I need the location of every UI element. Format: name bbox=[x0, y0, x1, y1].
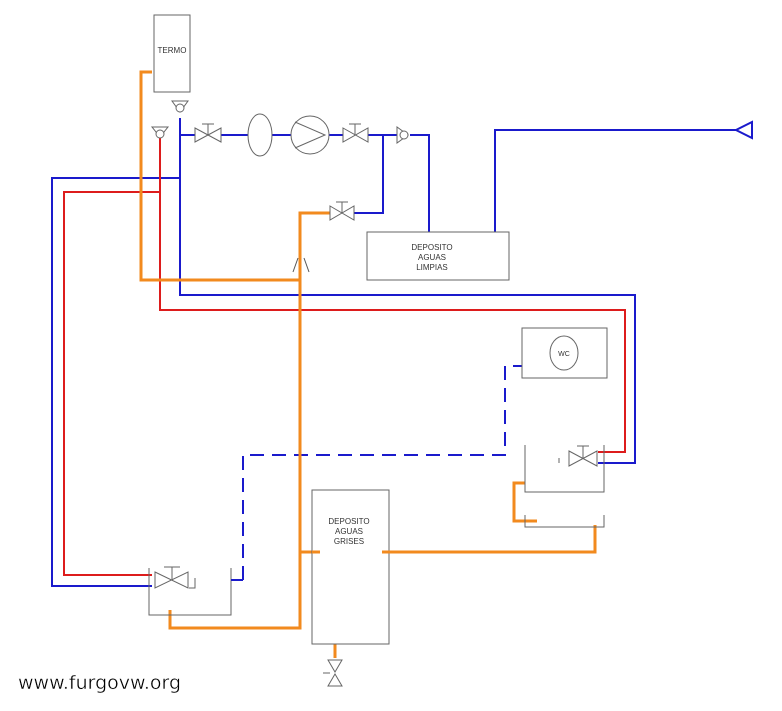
grey-water-lines bbox=[139, 70, 597, 658]
wc-feed-dashed-line bbox=[242, 365, 531, 580]
hot-water-lines bbox=[63, 138, 626, 576]
clean-tank-label-line1: DEPOSITO bbox=[411, 243, 452, 252]
shower-basin bbox=[524, 445, 605, 493]
drain-valve-icon bbox=[329, 201, 355, 221]
filter-icon bbox=[247, 113, 273, 157]
cold-water-lines bbox=[51, 118, 738, 587]
gate-valve-icon bbox=[342, 123, 369, 143]
grey-water-tank bbox=[311, 489, 390, 645]
tank-drain-valve-icon bbox=[323, 659, 343, 687]
check-valve-cold-icon bbox=[171, 100, 189, 113]
clean-water-tank bbox=[366, 231, 510, 281]
wc-label: WC bbox=[558, 351, 570, 358]
shower-tray bbox=[524, 515, 605, 528]
grey-tank-label-line1: DEPOSITO bbox=[328, 517, 369, 526]
shower-mixer-valve-icon bbox=[558, 445, 598, 467]
sink-basin bbox=[148, 568, 232, 616]
gate-valve-icon bbox=[194, 123, 222, 143]
check-valve-hot-icon bbox=[150, 126, 170, 139]
wc-bowl-icon bbox=[549, 335, 579, 371]
clean-tank-label-line3: LIMPIAS bbox=[416, 263, 448, 272]
outlet-tap-icon bbox=[733, 120, 753, 140]
termo-box bbox=[153, 14, 191, 93]
pump-icon bbox=[290, 115, 330, 155]
grey-tank-label-line3: GRISES bbox=[334, 537, 364, 546]
termo-label: TERMO bbox=[158, 46, 187, 55]
grey-tank-label-line2: AGUAS bbox=[335, 527, 363, 536]
sink-mixer-valve-icon bbox=[154, 566, 189, 589]
check-valve-icon bbox=[396, 126, 409, 144]
watermark: www.furgovw.org bbox=[18, 672, 181, 694]
clean-tank-label-line2: AGUAS bbox=[418, 253, 446, 262]
air-gap-symbol bbox=[292, 257, 310, 273]
